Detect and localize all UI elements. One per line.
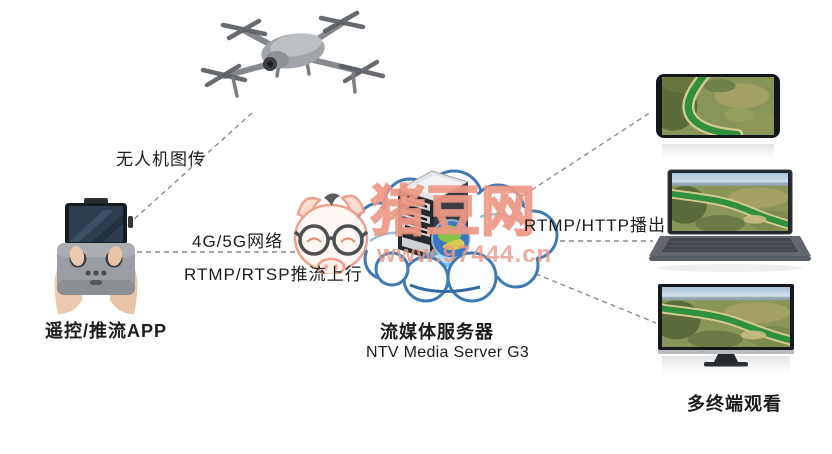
tv-image [656, 284, 796, 380]
line-server-to-phone [523, 111, 652, 196]
thumbs [69, 246, 123, 266]
phone-screen [654, 73, 777, 135]
label-controller-app: 遥控/推流APP [45, 321, 168, 341]
server-cloud-image [354, 169, 559, 303]
label-playout: RTMP/HTTP播出 [524, 216, 666, 235]
glasses-icon [293, 224, 369, 256]
watermark-brand: 猪豆网 [370, 181, 536, 243]
line-drone-to-controller [121, 112, 253, 231]
laptop-image [649, 169, 811, 272]
mounted-phone [65, 198, 133, 245]
cloud-front-puffs [374, 251, 498, 303]
label-network: 4G/5G网络 [192, 232, 284, 251]
label-server-subtitle: NTV Media Server G3 [366, 344, 530, 361]
label-server-title: 流媒体服务器 [380, 322, 494, 342]
label-viewers: 多终端观看 [687, 394, 782, 414]
phone-image [654, 73, 780, 164]
tv-stand [714, 354, 738, 362]
drone-image [200, 10, 386, 98]
watermark-site: www.97444.cn [377, 241, 553, 268]
drone-propellers [200, 10, 386, 88]
drone-body [261, 33, 325, 71]
controller-image [54, 198, 138, 314]
line-server-to-tv [518, 266, 657, 324]
pig-mascot-icon [293, 193, 369, 274]
label-drone-link: 无人机图传 [116, 150, 206, 169]
phone-reflection [662, 144, 774, 164]
laptop-shadow [658, 264, 802, 272]
tv-screen [656, 287, 796, 349]
controller-body [57, 243, 135, 295]
label-uplink: RTMP/RTSP推流上行 [184, 265, 363, 284]
laptop-screen [664, 173, 795, 232]
